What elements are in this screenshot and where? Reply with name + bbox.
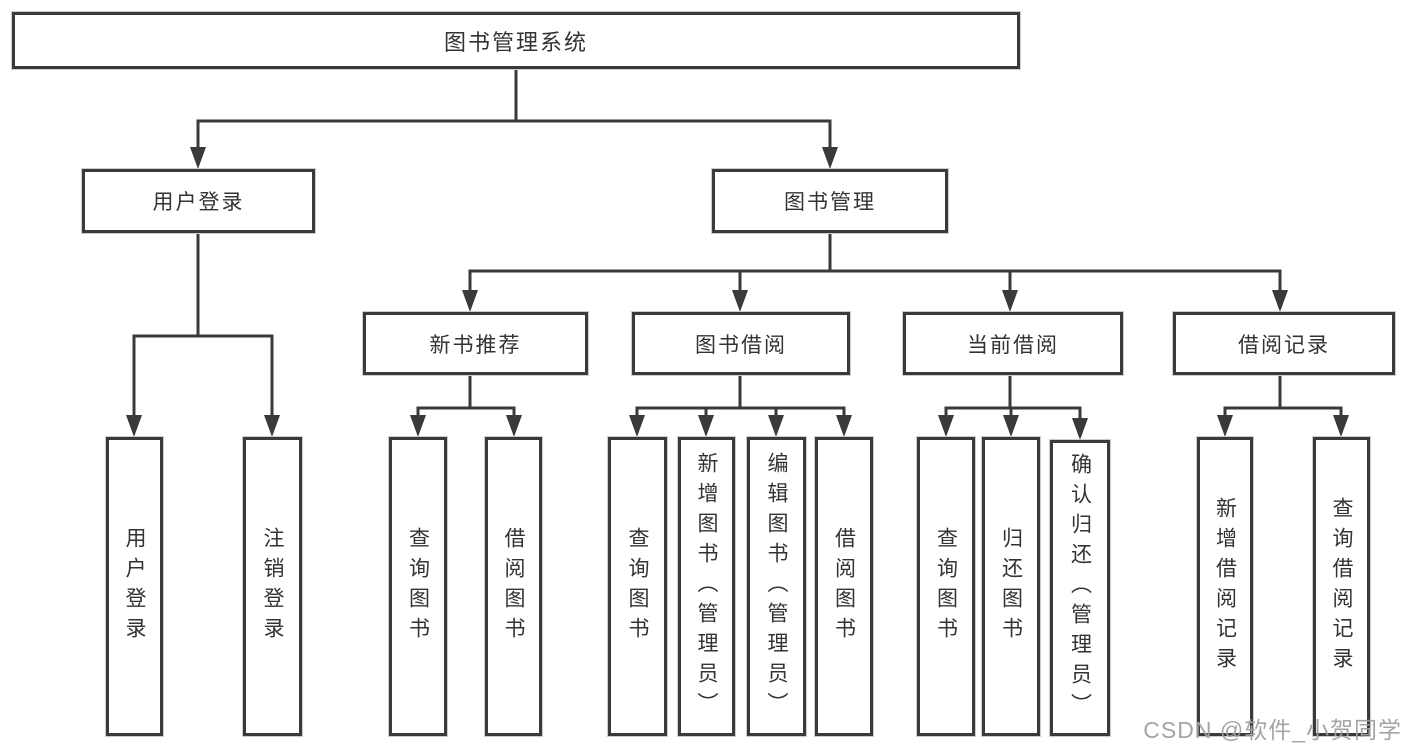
arrowhead (836, 415, 852, 437)
leaf-cb-return-book-label: 归还图书 (999, 526, 1023, 647)
arrowhead (732, 290, 748, 312)
leaf-logout: 注销登录 (243, 437, 302, 736)
leaf-nb-borrow-book-label: 借阅图书 (502, 526, 525, 647)
leaf-bb-add-book-label: 新增图书（管理员） (695, 451, 718, 722)
arrowhead (698, 415, 714, 437)
leaf-cb-confirm-return: 确认归还（管理员） (1050, 440, 1110, 736)
leaf-logout-label: 注销登录 (261, 526, 284, 647)
leaf-br-add-record-label: 新增借阅记录 (1213, 496, 1237, 677)
watermark: CSDN @软件_小贺同学 (1143, 717, 1402, 743)
arrowhead (1072, 418, 1088, 440)
node-book-management: 图书管理 (712, 169, 948, 233)
node-book-management-label: 图书管理 (784, 191, 876, 214)
node-borrowing-records: 借阅记录 (1173, 312, 1395, 375)
arrowhead (190, 147, 206, 169)
node-current-borrowing-label: 当前借阅 (967, 333, 1059, 357)
arrowhead (410, 415, 426, 437)
leaf-bb-borrow-book-label: 借阅图书 (832, 526, 856, 647)
arrowhead (629, 415, 645, 437)
leaf-cb-query-book-label: 查询图书 (934, 526, 958, 647)
leaf-br-query-record-label: 查询借阅记录 (1330, 496, 1353, 677)
node-new-book-recommend: 新书推荐 (363, 312, 588, 375)
node-new-book-recommend-label: 新书推荐 (429, 333, 522, 357)
arrowhead (1272, 290, 1288, 312)
arrowhead (938, 415, 954, 437)
leaf-user-login-label: 用户登录 (123, 526, 146, 647)
arrowhead (1003, 415, 1019, 437)
arrowhead (506, 415, 522, 437)
arrowhead (822, 147, 838, 169)
leaf-nb-query-book-label: 查询图书 (406, 526, 430, 647)
leaf-br-query-record: 查询借阅记录 (1313, 437, 1370, 736)
leaf-br-add-record: 新增借阅记录 (1197, 437, 1253, 736)
leaf-bb-query-book-label: 查询图书 (626, 526, 649, 647)
node-user-login-label: 用户登录 (152, 191, 245, 214)
node-borrowing-records-label: 借阅记录 (1238, 333, 1330, 357)
leaf-cb-confirm-return-label: 确认归还（管理员） (1068, 453, 1092, 723)
leaf-cb-query-book: 查询图书 (917, 437, 975, 736)
node-book-borrowing: 图书借阅 (632, 312, 850, 375)
leaf-cb-return-book: 归还图书 (982, 437, 1040, 736)
leaf-user-login: 用户登录 (106, 437, 163, 736)
arrowhead (126, 415, 142, 437)
node-book-borrowing-label: 图书借阅 (695, 333, 787, 357)
arrowhead (264, 415, 280, 437)
arrowhead (1002, 290, 1018, 312)
arrowhead (1217, 415, 1233, 437)
leaf-bb-edit-book-label: 编辑图书（管理员） (765, 451, 788, 722)
arrowhead (462, 290, 478, 312)
arrowhead (768, 415, 784, 437)
arrowhead (1333, 415, 1349, 437)
node-user-login: 用户登录 (82, 169, 315, 233)
leaf-nb-borrow-book: 借阅图书 (485, 437, 542, 736)
node-root: 图书管理系统 (12, 12, 1020, 69)
node-current-borrowing: 当前借阅 (903, 312, 1123, 375)
leaf-bb-edit-book: 编辑图书（管理员） (747, 437, 806, 736)
leaf-bb-borrow-book: 借阅图书 (815, 437, 873, 736)
leaf-bb-add-book: 新增图书（管理员） (678, 437, 735, 736)
node-root-label: 图书管理系统 (443, 29, 588, 55)
leaf-bb-query-book: 查询图书 (608, 437, 667, 736)
leaf-nb-query-book: 查询图书 (389, 437, 447, 736)
